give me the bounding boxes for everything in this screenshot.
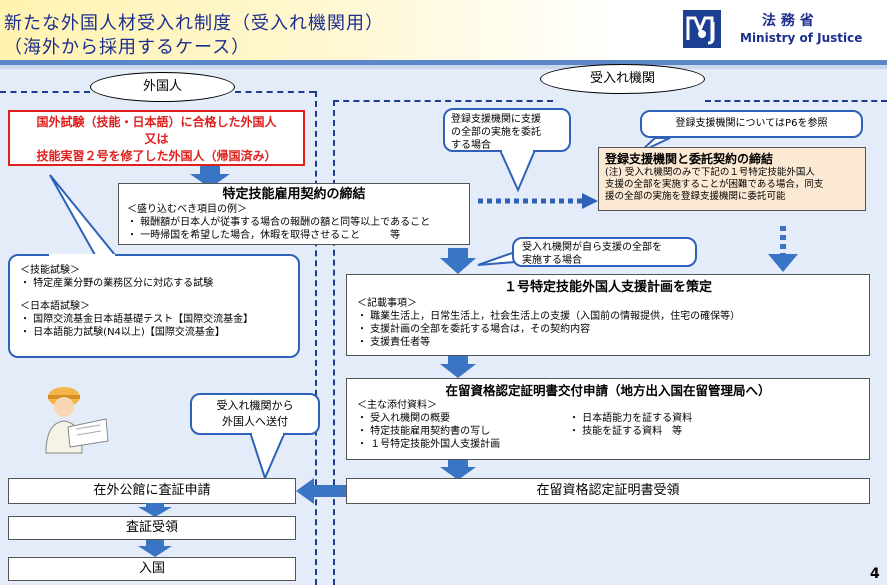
bubble-join bbox=[49, 254, 115, 258]
header-rule-light bbox=[0, 65, 887, 69]
consign-bubble-line1: 登録支援機関に支援 bbox=[451, 114, 541, 125]
self-support-line1: 受入れ機関が自ら支援の全部を bbox=[522, 242, 662, 253]
registered-support-contract-box: 登録支援機関と委託契約の締結 (注) 受入れ機関のみで下記の１号特定技能外国人 … bbox=[598, 147, 866, 211]
consign-bubble: 登録支援機関に支援 の全部の実施を委託 する場合 bbox=[443, 108, 571, 152]
support-plan-item-2: ・ 支援計画の全部を委託する場合は，その契約内容 bbox=[357, 324, 591, 335]
visa-apply-box: 在外公館に査証申請 bbox=[8, 478, 296, 504]
exams-bubble: ＜技能試験＞ ・ 特定産業分野の業務区分に対応する試験 ＜日本語試験＞ ・ 国際… bbox=[8, 254, 300, 358]
consign-bubble-line3: する場合 bbox=[451, 140, 491, 151]
coe-right-item-1: ・ 日本語能力を証する資料 bbox=[569, 413, 693, 424]
worker-illustration-icon bbox=[45, 387, 109, 454]
dotted-right-arrow bbox=[478, 193, 598, 209]
contract-item-2: ・ 一時帰国を希望した場合，休暇を取得させること 等 bbox=[127, 230, 401, 241]
employment-contract-box: 特定技能雇用契約の締結 ＜盛り込むべき項目の例＞ ・ 報酬額が日本人が従事する場… bbox=[118, 183, 470, 245]
send-bubble: 受入れ機関から 外国人へ送付 bbox=[190, 393, 320, 435]
coe-right-item-2: ・ 技能を証する資料 等 bbox=[569, 426, 683, 437]
self-support-line2: 実施する場合 bbox=[522, 255, 582, 266]
ministry-name-jp: 法 務 省 bbox=[762, 13, 814, 29]
employment-contract-title: 特定技能雇用契約の締結 bbox=[222, 187, 366, 202]
divider-right-2 bbox=[705, 100, 887, 102]
visa-receive-box: 査証受領 bbox=[8, 516, 296, 540]
send-bubble-line1: 受入れ機関から bbox=[216, 399, 294, 412]
coe-application-title: 在留資格認定証明書交付申請（地方出入国在留管理局へ） bbox=[445, 383, 771, 398]
qualification-box: 国外試験（技能・日本語）に合格した外国人 又は 技能実習２号を修了した外国人（帰… bbox=[8, 110, 305, 166]
send-bubble-line2: 外国人へ送付 bbox=[222, 415, 288, 428]
coe-application-subtitle: ＜主な添付資料＞ bbox=[357, 400, 437, 411]
coe-application-box: 在留資格認定証明書交付申請（地方出入国在留管理局へ） ＜主な添付資料＞ ・ 受入… bbox=[346, 378, 870, 460]
down-arrow-4 bbox=[440, 460, 476, 480]
down-arrow-6 bbox=[138, 540, 172, 557]
skill-exam-item: ・ 特定産業分野の業務区分に対応する試験 bbox=[20, 278, 214, 289]
send-join bbox=[252, 431, 283, 436]
column-header-foreigner: 外国人 bbox=[90, 72, 235, 102]
jp-exam-heading: ＜日本語試験＞ bbox=[20, 301, 90, 312]
consign-bubble-line2: の全部の実施を委託 bbox=[451, 127, 541, 138]
page-title: 新たな外国人材受入れ制度（受入れ機関用） bbox=[4, 13, 384, 34]
coe-left-item-2: ・ 特定技能雇用契約書の写し bbox=[357, 426, 491, 437]
registered-note-1: (注) 受入れ機関のみで下記の１号特定技能外国人 bbox=[605, 167, 815, 178]
divider-left bbox=[0, 91, 90, 93]
contract-item-1: ・ 報酬額が日本人が従事する場合の報酬の額と同等以上であること bbox=[127, 217, 431, 228]
coe-receive-box: 在留資格認定証明書受領 bbox=[346, 478, 870, 504]
support-plan-title: １号特定技能外国人支援計画を策定 bbox=[503, 280, 712, 295]
support-plan-subtitle: ＜記載事項＞ bbox=[357, 298, 417, 309]
page-number: 4 bbox=[870, 566, 880, 582]
down-arrow-3 bbox=[440, 356, 476, 378]
header-banner bbox=[0, 0, 887, 60]
column-divider-a bbox=[315, 91, 317, 585]
contract-subtitle: ＜盛り込むべき項目の例＞ bbox=[127, 204, 247, 215]
column-divider-b bbox=[333, 100, 335, 585]
consign-join bbox=[502, 148, 533, 153]
support-plan-box: １号特定技能外国人支援計画を策定 ＜記載事項＞ ・ 職業生活上，日常生活上，社会… bbox=[346, 274, 870, 356]
qualification-line2: 又は bbox=[144, 132, 169, 146]
coe-left-item-1: ・ 受入れ機関の概要 bbox=[357, 413, 451, 424]
down-arrow-5 bbox=[138, 503, 172, 517]
down-arrow-1 bbox=[190, 166, 230, 188]
ministry-name-en: Ministry of Justice bbox=[740, 31, 863, 45]
support-plan-item-1: ・ 職業生活上，日常生活上，社会生活上の支援（入国前の情報提供，住宅の確保等） bbox=[357, 311, 741, 322]
skill-exam-heading: ＜技能試験＞ bbox=[20, 265, 80, 276]
qualification-line1: 国外試験（技能・日本語）に合格した外国人 bbox=[36, 115, 277, 129]
dotted-down-arrow bbox=[768, 226, 798, 272]
entry-box: 入国 bbox=[8, 557, 296, 581]
moj-logo-icon bbox=[683, 10, 721, 48]
jp-exam-item-1: ・ 国際交流基金日本語基礎テスト【国際交流基金】 bbox=[20, 314, 254, 325]
page-subtitle: （海外から採用するケース） bbox=[4, 37, 251, 58]
self-support-bubble: 受入れ機関が自ら支援の全部を 実施する場合 bbox=[512, 237, 697, 267]
column-header-receiver: 受入れ機関 bbox=[540, 64, 705, 94]
registered-note-3: 援の全部の実施を登録支援機関に委託可能 bbox=[605, 191, 786, 202]
registered-note-2: 支援の全部を実施することが困難である場合，同支 bbox=[605, 179, 824, 190]
registered-support-contract-title: 登録支援機関と委託契約の締結 bbox=[605, 152, 774, 166]
down-arrow-2 bbox=[440, 248, 476, 274]
divider-left-2 bbox=[235, 91, 315, 93]
coe-left-item-3: ・ １号特定技能外国人支援計画 bbox=[357, 439, 501, 450]
qualification-line3: 技能実習２号を修了した外国人（帰国済み） bbox=[36, 149, 277, 163]
left-arrow bbox=[296, 478, 346, 504]
support-plan-item-3: ・ 支援責任者等 bbox=[357, 337, 431, 348]
header-rule bbox=[0, 60, 887, 65]
jp-exam-item-2: ・ 日本語能力試験(N4以上)【国際交流基金】 bbox=[20, 327, 225, 338]
reference-bubble: 登録支援機関についてはP6を参照 bbox=[640, 110, 863, 138]
divider-right bbox=[333, 100, 553, 102]
